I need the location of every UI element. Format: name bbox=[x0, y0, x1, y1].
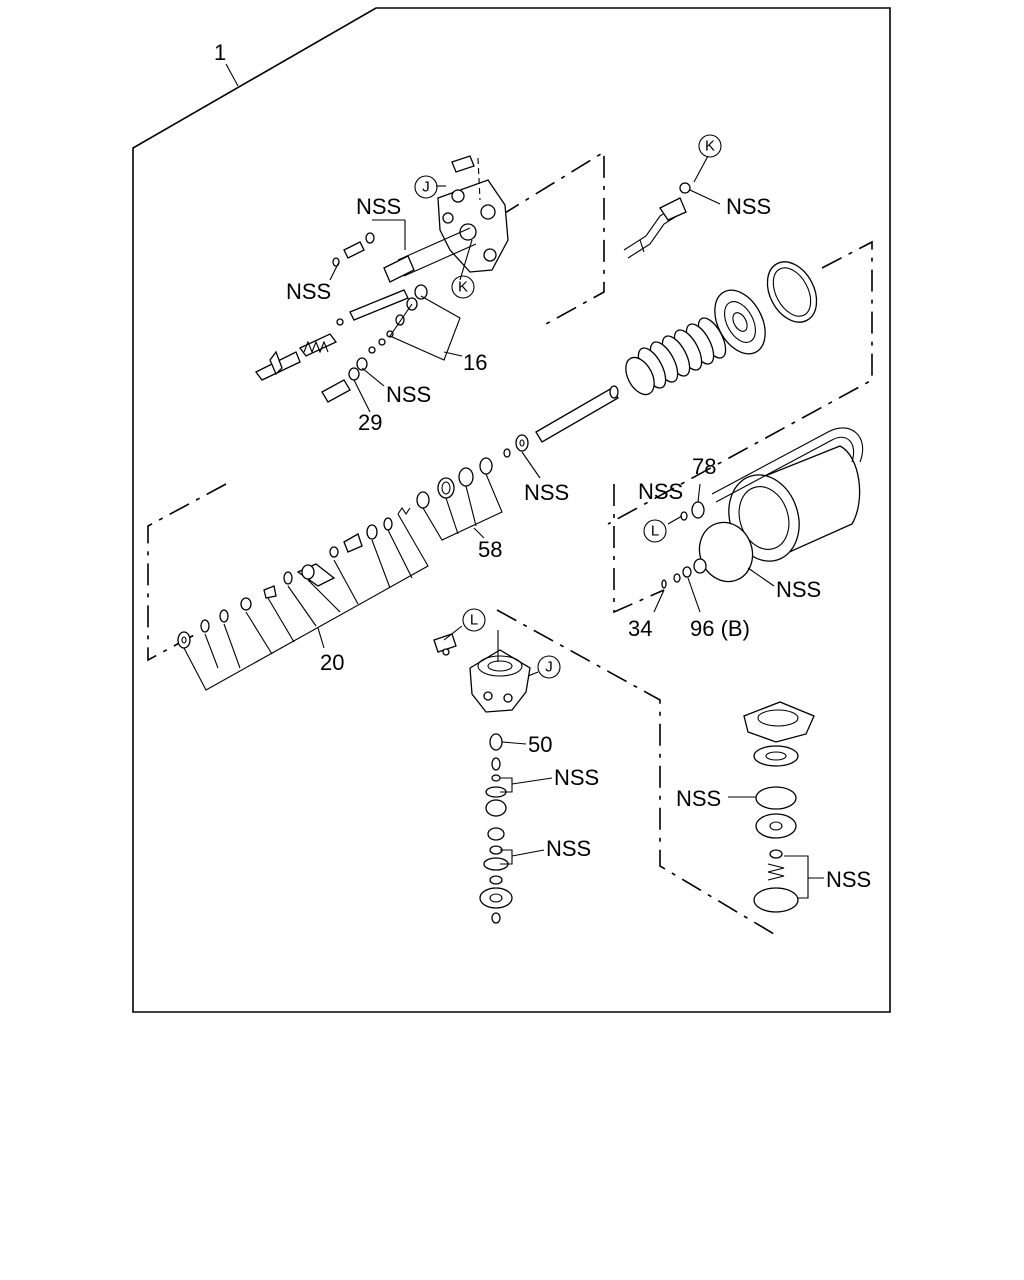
label-29: 29 bbox=[358, 410, 382, 435]
label-nss-78: NSS bbox=[638, 479, 683, 504]
label-nss-29: NSS bbox=[386, 382, 431, 407]
ref-circle-l-bottom-label: L bbox=[470, 612, 478, 629]
p58-bracket bbox=[422, 473, 503, 541]
ref-circle-l-right-label: L bbox=[651, 523, 659, 540]
ref-circle-k-top-label: K bbox=[705, 138, 715, 155]
p16-bracket bbox=[389, 295, 461, 361]
label-34: 34 bbox=[628, 616, 652, 641]
label-96b: 96 (B) bbox=[690, 616, 750, 641]
label-nss-stack-upper: NSS bbox=[554, 765, 599, 790]
label-nss-upper: NSS bbox=[356, 194, 401, 219]
label-nss-sensor: NSS bbox=[726, 194, 771, 219]
label-20: 20 bbox=[320, 650, 344, 675]
cap-group bbox=[743, 701, 815, 913]
label-nss-left: NSS bbox=[286, 279, 331, 304]
ref-circle-j-bottom-label: J bbox=[545, 659, 553, 676]
assembly-frame bbox=[132, 7, 891, 1013]
ref-circle-j-top-label: J bbox=[422, 179, 430, 196]
label-nss-stack-lower: NSS bbox=[546, 836, 591, 861]
label-50: 50 bbox=[528, 732, 552, 757]
valve-stack-group bbox=[433, 609, 775, 935]
ref-circle-j-top bbox=[414, 175, 438, 199]
label-nss-washer: NSS bbox=[524, 480, 569, 505]
seal-kit-group bbox=[147, 457, 493, 662]
ref-circle-l-right bbox=[643, 519, 667, 543]
ref-circle-j-bottom bbox=[537, 655, 561, 679]
label-78: 78 bbox=[692, 454, 716, 479]
label-58: 58 bbox=[478, 537, 502, 562]
assembly-number-leader bbox=[225, 63, 239, 87]
label-16: 16 bbox=[463, 350, 487, 375]
ref-circle-k-top bbox=[698, 134, 722, 158]
valve-housing-group bbox=[255, 150, 605, 403]
assembly-number-label: 1 bbox=[214, 40, 226, 65]
piston-boot-group bbox=[535, 240, 873, 525]
ref-circle-k-mid bbox=[451, 275, 475, 299]
washer-row bbox=[503, 434, 529, 458]
cylinder-group bbox=[613, 427, 864, 614]
p20-bracket bbox=[183, 513, 429, 691]
label-nss-cylinder: NSS bbox=[776, 577, 821, 602]
ref-circle-k-mid-label: K bbox=[458, 279, 468, 296]
label-nss-cap-upper: NSS bbox=[676, 786, 721, 811]
ref-circle-l-bottom bbox=[462, 608, 486, 632]
sensor-wire-group bbox=[623, 182, 691, 259]
label-nss-cap-lower: NSS bbox=[826, 867, 871, 892]
